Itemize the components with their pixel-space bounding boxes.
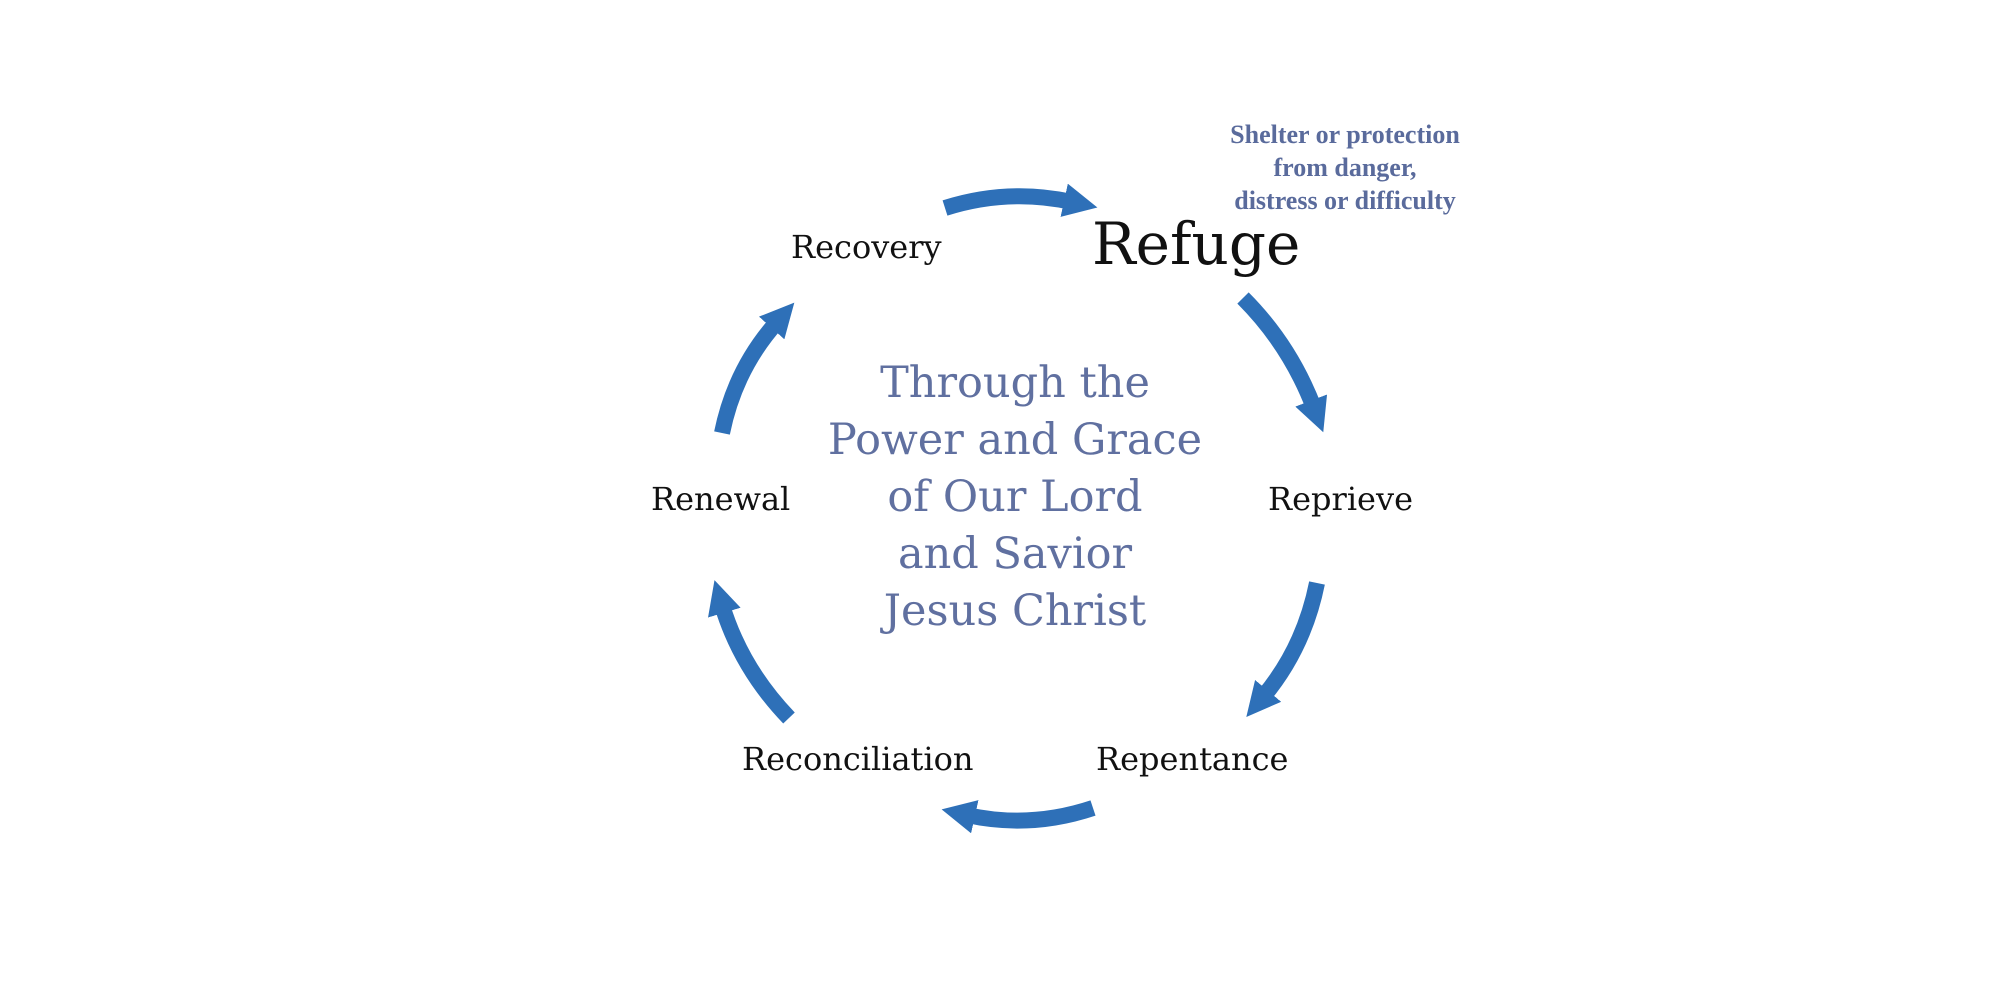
center-line: Power and Grace bbox=[827, 415, 1203, 465]
arrow-refuge-to-reprieve bbox=[1237, 292, 1328, 433]
node-reconciliation: Reconciliation bbox=[742, 740, 974, 778]
arrow-reprieve-to-repentance bbox=[1246, 581, 1325, 717]
center-line: of Our Lord bbox=[887, 472, 1143, 522]
node-renewal: Renewal bbox=[651, 480, 791, 518]
node-repentance: Repentance bbox=[1096, 740, 1289, 778]
arrow-renewal-to-recovery bbox=[714, 302, 795, 435]
arrow-repentance-to-reconciliation bbox=[941, 800, 1096, 834]
refuge-definition: Shelter or protection from danger, distr… bbox=[1195, 118, 1495, 217]
node-reprieve: Reprieve bbox=[1268, 480, 1413, 518]
center-line: Through the bbox=[880, 358, 1150, 408]
center-line: Jesus Christ bbox=[883, 586, 1147, 636]
arrow-reconciliation-to-renewal bbox=[708, 580, 795, 724]
center-line: and Savior bbox=[897, 529, 1133, 579]
node-recovery: Recovery bbox=[791, 228, 942, 266]
center-caption: Through the Power and Grace of Our Lord … bbox=[815, 355, 1215, 640]
definition-line: from danger, bbox=[1273, 153, 1417, 182]
arrow-recovery-to-refuge bbox=[942, 183, 1098, 217]
node-refuge: Refuge bbox=[1092, 210, 1301, 278]
definition-line: distress or difficulty bbox=[1234, 186, 1456, 215]
definition-line: Shelter or protection bbox=[1230, 120, 1460, 149]
